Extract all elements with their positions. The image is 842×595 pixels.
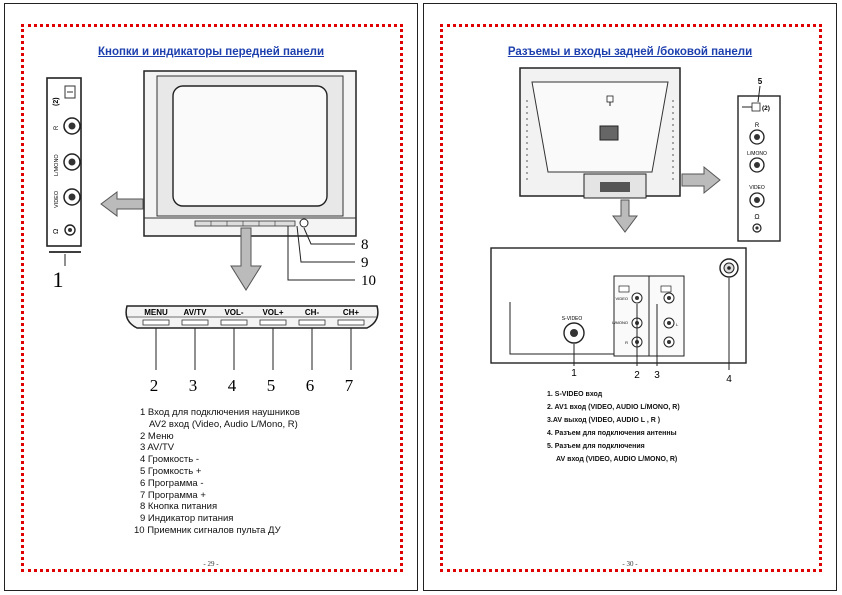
tv-front-illustration [143, 70, 357, 237]
rear-label-video: VIDEO [616, 296, 628, 301]
left-page-title: Кнопки и индикаторы передней панели [97, 46, 325, 58]
legend-row: 7 Программа + [140, 489, 206, 501]
legend-row: 5. Разъем для подключения [547, 443, 645, 450]
legend-row: 5 Громкость + [140, 465, 202, 477]
right-page: Разъемы и входы задней /боковой панели 5 [423, 3, 837, 591]
callout-2: 2 [634, 370, 640, 381]
rear-label-l-mono: L/MONO [612, 320, 628, 325]
side-label-video: VIDEO [749, 185, 765, 191]
right-page-number: - 30 - [622, 560, 638, 568]
tv-rear-illustration [519, 67, 681, 199]
side-label-num: (2) [53, 97, 60, 106]
rear-label-s-video: S-VIDEO [562, 316, 583, 322]
arrow-down-icon [230, 227, 262, 291]
legend-row: 2. AV1 вход (VIDEO, AUDIO L/MONO, R) [547, 404, 680, 411]
side-connector-panel: 5 (2) R L/MONO VIDEO Ω [737, 77, 781, 242]
legend-row: 4 Громкость - [140, 454, 200, 466]
callout-1: 1 [571, 368, 577, 379]
side-label-r: R [54, 125, 60, 130]
right-page-title: Разъемы и входы задней /боковой панели [507, 46, 753, 58]
side-label-l-mono: L/MONO [747, 151, 767, 157]
headphone-icon: Ω [53, 229, 60, 234]
callout-5: 5 [267, 376, 276, 395]
rear-connector-panel: S-VIDEO VIDEO L/MONO R L [490, 247, 747, 364]
legend-row: 3 AV/TV [140, 442, 175, 454]
callout-6: 6 [306, 376, 315, 395]
legend-row: 4. Разъем для подключения антенны [547, 430, 677, 437]
dotted-border [440, 24, 822, 572]
legend-row: 2 Меню [140, 430, 174, 442]
side-label-r: R [755, 123, 760, 129]
btn-chplus-label: CH+ [343, 308, 360, 317]
btn-volminus-label: VOL- [224, 308, 243, 317]
dotted-border [21, 24, 403, 572]
arrow-down-icon [612, 199, 638, 233]
btn-avtv-label: AV/TV [184, 308, 208, 317]
btn-volplus-label: VOL+ [262, 308, 283, 317]
front-button-strip: MENU AV/TV VOL- VOL+ CH- CH+ [125, 305, 379, 329]
callout-5: 5 [758, 77, 763, 86]
side-label-num: (2) [762, 105, 770, 112]
rear-callouts: 1 2 3 4 [571, 278, 732, 385]
rear-panel-drawing: 5 (2) R L/MONO VIDEO Ω S-VIDE [490, 67, 781, 385]
callout-4: 4 [726, 374, 732, 385]
arrow-left-icon [100, 191, 144, 217]
btn-chminus-label: CH- [305, 308, 320, 317]
callout-8: 8 [361, 237, 369, 253]
callout-4: 4 [228, 376, 237, 395]
legend-row: 6 Программа - [140, 477, 204, 489]
side-connector-panel: (2) R L/MONO VIDEO Ω 1 [46, 77, 82, 292]
legend-row: 10 Приемник сигналов пульта ДУ [134, 524, 281, 536]
legend-row: AV вход (VIDEO, AUDIO L/MONO, R) [556, 456, 678, 463]
callout-10: 10 [361, 273, 376, 289]
callout-lines-8-10: 8 9 10 [287, 225, 376, 289]
btn-menu-label: MENU [144, 308, 168, 317]
legend-row: 9 Индикатор питания [140, 513, 234, 525]
rear-label-r: R [625, 340, 628, 345]
legend-row: AV2 вход (Video, Audio L/Mono, R) [149, 418, 298, 430]
button-callouts: 2 3 4 5 6 7 [150, 328, 354, 395]
headphone-icon: Ω [754, 214, 759, 221]
front-panel-drawing: (2) R L/MONO VIDEO Ω 1 8 9 10 [46, 70, 379, 395]
legend-row: 1 Вход для подключения наушников [140, 407, 300, 418]
side-label-video: VIDEO [54, 190, 60, 208]
callout-7: 7 [345, 376, 354, 395]
left-page-number: - 29 - [203, 560, 219, 568]
callout-1: 1 [53, 267, 64, 292]
left-page: Кнопки и индикаторы передней панели [4, 3, 418, 591]
legend-row: 1. S-VIDEO вход [547, 391, 603, 398]
callout-3: 3 [189, 376, 198, 395]
callout-9: 9 [361, 255, 369, 271]
left-legend: 1 Вход для подключения наушников AV2 вхо… [134, 407, 300, 537]
legend-row: 8 Кнопка питания [140, 501, 218, 513]
arrow-right-icon [681, 165, 721, 195]
side-label-l-mono: L/MONO [54, 154, 60, 176]
rear-label-l: L [676, 322, 679, 327]
callout-3: 3 [654, 370, 660, 381]
legend-row: 3.AV выход (VIDEO, AUDIO L , R ) [547, 417, 661, 424]
right-legend: 1. S-VIDEO вход 2. AV1 вход (VIDEO, AUDI… [547, 388, 680, 466]
callout-2: 2 [150, 376, 159, 395]
